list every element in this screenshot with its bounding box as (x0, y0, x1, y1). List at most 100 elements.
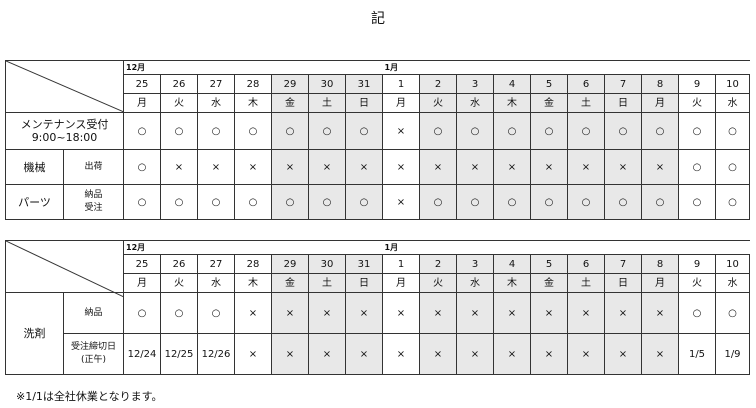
status-cell: × (234, 333, 272, 375)
day-number: 2 (419, 74, 457, 94)
status-cell: ○ (530, 184, 568, 220)
weekday: 月 (382, 93, 420, 113)
status-cell: ○ (641, 112, 679, 150)
status-cell: ○ (567, 184, 605, 220)
status-cell: × (382, 184, 420, 220)
weekday: 金 (530, 93, 568, 113)
status-cell: ○ (308, 112, 346, 150)
status-cell: × (419, 333, 457, 375)
status-cell: × (641, 333, 679, 375)
status-cell: × (382, 333, 420, 375)
status-cell: ○ (160, 184, 198, 220)
month-label-dec: 12月 (123, 240, 383, 255)
weekday: 火 (678, 273, 716, 293)
status-cell: × (530, 333, 568, 375)
day-number: 3 (456, 254, 494, 274)
day-number: 4 (493, 254, 531, 274)
header-diagonal (5, 240, 124, 297)
weekday: 水 (456, 93, 494, 113)
status-cell: × (419, 292, 457, 334)
diagonal-line (6, 241, 124, 297)
status-cell: ○ (493, 112, 531, 150)
sub-deadline: 受注締切日 (70, 342, 116, 352)
status-cell: ○ (456, 184, 494, 220)
status-cell: ○ (345, 184, 383, 220)
status-cell: ○ (456, 112, 494, 150)
status-cell: × (419, 149, 457, 185)
status-cell: ○ (123, 184, 161, 220)
status-cell: 12/24 (123, 333, 161, 375)
status-cell: ○ (123, 149, 161, 185)
weekday: 日 (345, 273, 383, 293)
header-diagonal (5, 60, 124, 113)
status-cell: × (456, 292, 494, 334)
status-cell: ○ (123, 112, 161, 150)
status-cell: ○ (419, 184, 457, 220)
weekday: 月 (123, 273, 161, 293)
day-number: 8 (641, 254, 679, 274)
status-cell: × (345, 292, 383, 334)
status-cell: × (234, 149, 272, 185)
status-cell: × (641, 292, 679, 334)
day-number: 10 (715, 74, 750, 94)
day-number: 25 (123, 74, 161, 94)
weekday: 火 (678, 93, 716, 113)
weekday: 水 (715, 273, 750, 293)
day-number: 27 (197, 254, 235, 274)
status-cell: ○ (715, 112, 750, 150)
day-number: 4 (493, 74, 531, 94)
day-number: 28 (234, 254, 272, 274)
status-cell: ○ (715, 149, 750, 185)
weekday: 火 (419, 273, 457, 293)
status-cell: × (197, 149, 235, 185)
status-cell: × (308, 149, 346, 185)
status-cell: × (308, 292, 346, 334)
status-cell: × (308, 333, 346, 375)
status-cell: ○ (493, 184, 531, 220)
status-cell: × (493, 292, 531, 334)
day-number: 28 (234, 74, 272, 94)
day-number: 7 (604, 254, 642, 274)
weekday: 日 (604, 273, 642, 293)
row-group-machine: 機械 (5, 149, 64, 185)
day-number: 29 (271, 74, 309, 94)
weekday: 水 (197, 273, 235, 293)
status-cell: ○ (567, 112, 605, 150)
diagonal-line (6, 61, 124, 112)
row-sub-shipping: 出荷 (63, 149, 124, 185)
day-number: 7 (604, 74, 642, 94)
day-number: 2 (419, 254, 457, 274)
weekday: 日 (345, 93, 383, 113)
status-cell: 12/25 (160, 333, 198, 375)
weekday: 土 (308, 273, 346, 293)
status-cell: × (345, 149, 383, 185)
status-cell: × (567, 292, 605, 334)
status-cell: × (641, 149, 679, 185)
day-number: 10 (715, 254, 750, 274)
day-number: 6 (567, 254, 605, 274)
status-cell: × (160, 149, 198, 185)
status-cell: ○ (308, 184, 346, 220)
status-cell: × (456, 149, 494, 185)
status-cell: ○ (160, 292, 198, 334)
month-label-jan: 1月 (382, 240, 750, 255)
status-cell: × (604, 292, 642, 334)
status-cell: × (567, 149, 605, 185)
month-label-jan: 1月 (382, 60, 750, 75)
document-title: 記 (371, 11, 385, 27)
weekday: 木 (493, 93, 531, 113)
status-cell: ○ (160, 112, 198, 150)
day-number: 1 (382, 254, 420, 274)
footnote: ※1/1は全社休業となります。 (16, 390, 163, 403)
status-cell: × (604, 333, 642, 375)
status-cell: ○ (641, 184, 679, 220)
day-number: 3 (456, 74, 494, 94)
day-number: 1 (382, 74, 420, 94)
row-sub-order-deadline: 受注締切日(正午) (63, 333, 124, 375)
maintenance-hours: 9:00~18:00 (31, 131, 98, 144)
status-cell: × (234, 292, 272, 334)
status-cell: ○ (715, 184, 750, 220)
status-cell: × (530, 149, 568, 185)
row-group-parts: パーツ (5, 184, 64, 220)
